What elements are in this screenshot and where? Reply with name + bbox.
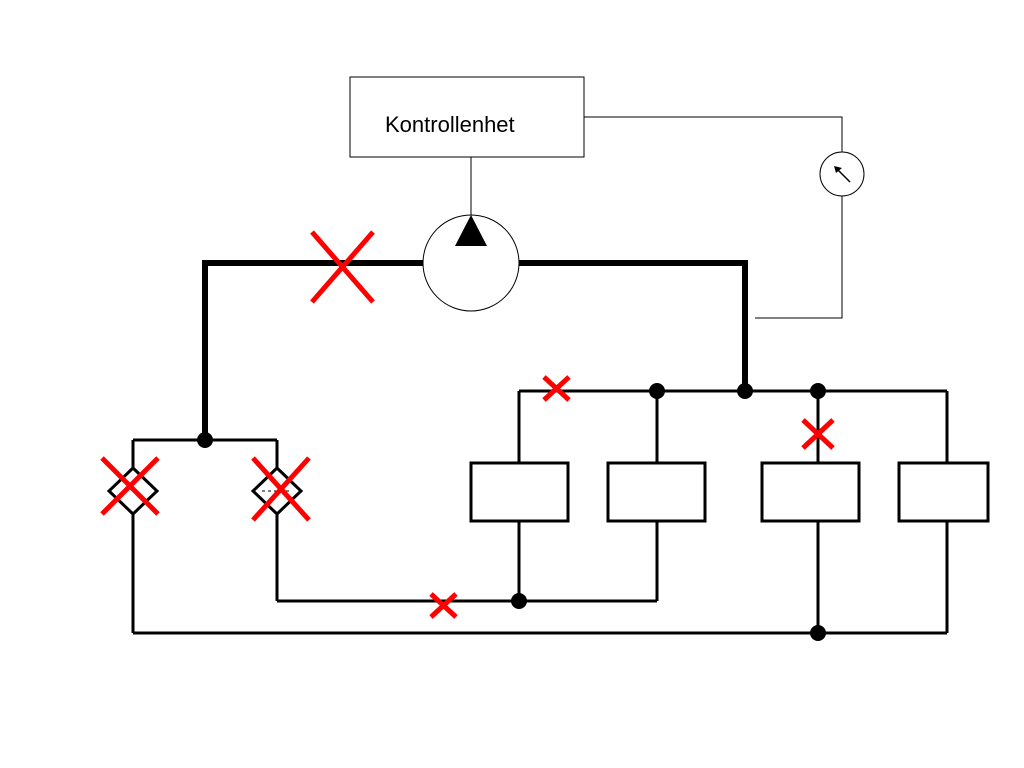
main-return-line bbox=[519, 260, 748, 391]
cross-mark-icon bbox=[251, 456, 311, 522]
controller-box bbox=[349, 76, 585, 158]
main-supply-line bbox=[202, 260, 424, 440]
junction-dot bbox=[737, 383, 753, 399]
consumer-box-3 bbox=[760, 461, 861, 523]
cross-mark-icon bbox=[429, 592, 458, 619]
junction-dot bbox=[511, 593, 527, 609]
consumer-box-4 bbox=[897, 461, 990, 523]
pressure-gauge-icon bbox=[819, 151, 865, 197]
cross-mark-icon bbox=[542, 375, 571, 402]
gauge-signal-line bbox=[584, 116, 843, 152]
controller-label: Kontrollenhet bbox=[385, 112, 515, 137]
consumer-box-2 bbox=[606, 461, 707, 523]
junction-dot bbox=[649, 383, 665, 399]
cross-mark-icon bbox=[100, 456, 160, 516]
cross-mark-icon bbox=[310, 230, 375, 304]
junction-dot bbox=[810, 383, 826, 399]
junction-dot bbox=[197, 432, 213, 448]
junction-dot bbox=[810, 625, 826, 641]
gauge-sensor-line bbox=[755, 196, 843, 319]
consumer-box-1 bbox=[469, 461, 570, 523]
cross-mark-icon bbox=[801, 418, 835, 450]
pump-icon bbox=[422, 214, 520, 312]
